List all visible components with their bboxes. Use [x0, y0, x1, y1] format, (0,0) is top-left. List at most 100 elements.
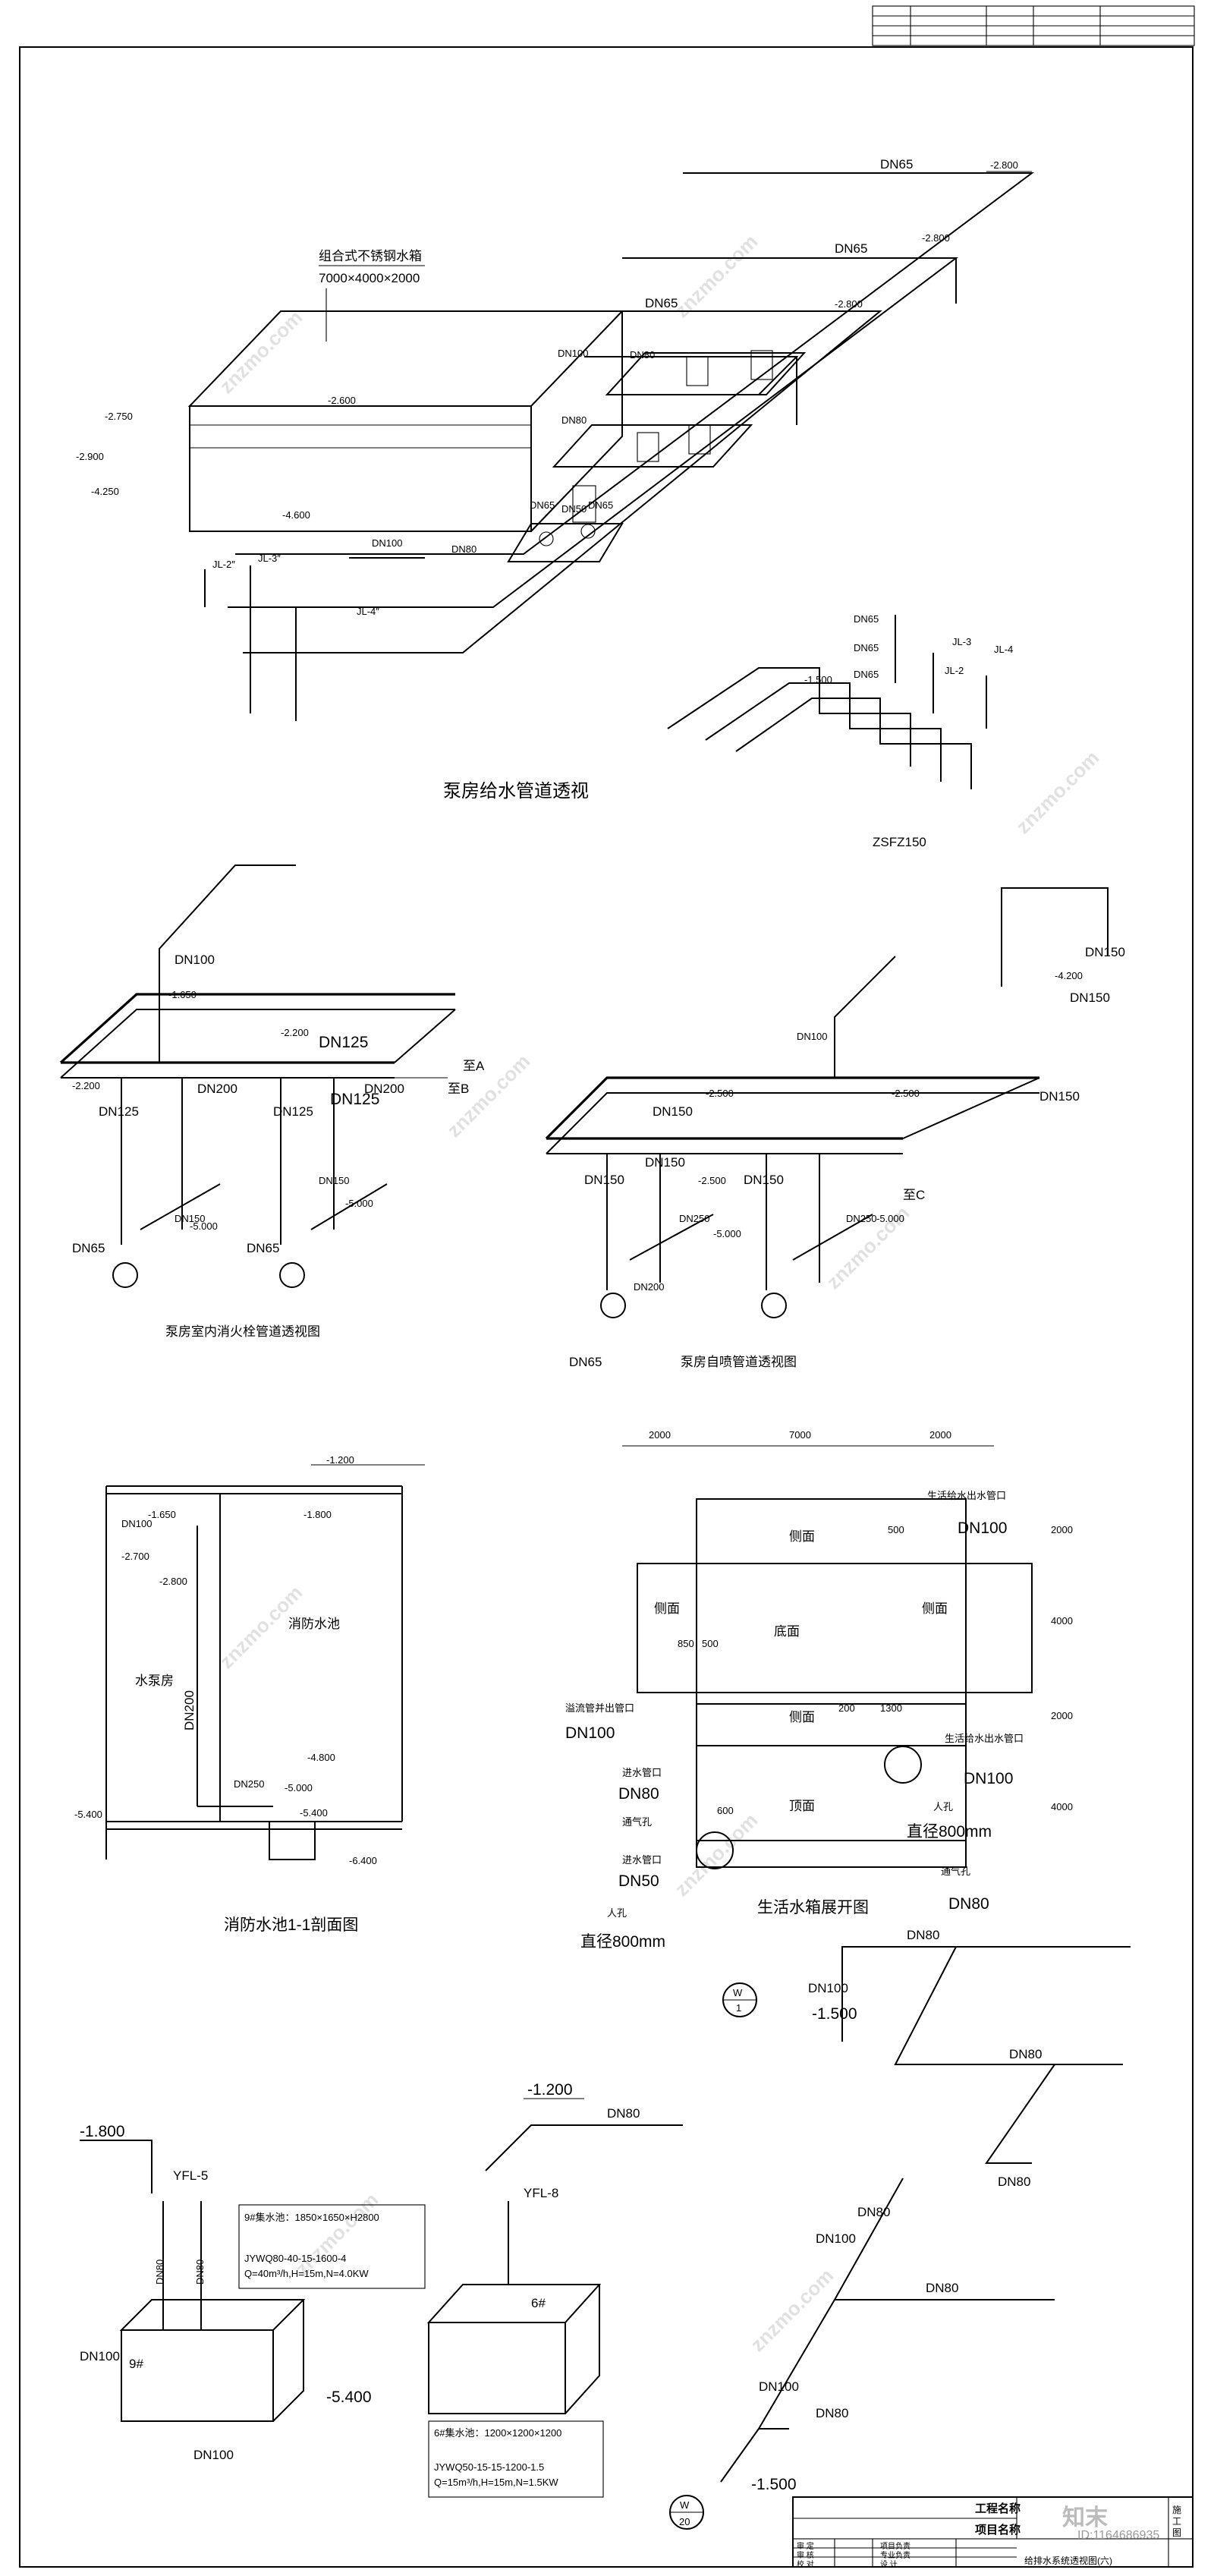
- label-d2000: 2000: [1051, 1710, 1073, 1721]
- label-e4250: -4.250: [91, 486, 119, 497]
- label-d600: 600: [717, 1805, 734, 1816]
- label-e2200: -2.200: [72, 1080, 100, 1091]
- label-w1: W: [733, 1987, 743, 1998]
- label-n6: 6#: [531, 2296, 546, 2310]
- top-stamp-table: [872, 5, 1195, 46]
- label-e2700: -2.700: [121, 1551, 149, 1562]
- label-watermark: znzmo.com: [746, 2264, 838, 2356]
- label-e2800: -2.800: [835, 298, 863, 310]
- title-block: [792, 2496, 1194, 2568]
- label-dn100: DN100: [964, 1770, 1013, 1787]
- label-watermark: znzmo.com: [670, 230, 762, 322]
- label-dn100: DN100: [816, 2231, 856, 2246]
- label-dn80: DN80: [154, 2260, 165, 2285]
- label-dn250: DN250: [846, 1213, 876, 1224]
- label-dn65: DN65: [854, 613, 879, 625]
- label-dn250: DN250: [234, 1778, 264, 1790]
- label-e5400: -5.400: [300, 1807, 328, 1819]
- label-e2750: -2.750: [105, 411, 133, 422]
- label-dn65: DN65: [588, 499, 613, 511]
- label-e5400: -5.400: [74, 1809, 102, 1820]
- label-dn125: DN125: [330, 1091, 379, 1108]
- label-to-a: 至A: [463, 1059, 485, 1073]
- label-w20n: 20: [679, 2516, 690, 2527]
- label-outlet: 生活给水出水管口: [927, 1490, 1006, 1501]
- label-dn65: DN65: [530, 499, 555, 511]
- label-dn100: DN100: [808, 1981, 848, 1995]
- label-top: 顶面: [789, 1799, 815, 1813]
- label-e1800: -1.800: [304, 1509, 332, 1520]
- label-e1650: -1.650: [168, 989, 197, 1000]
- label-e2600: -2.600: [328, 395, 356, 406]
- label-bottom: 底面: [774, 1624, 800, 1639]
- sprinkler-title: 泵房自喷管道透视图: [681, 1355, 797, 1369]
- label-dn100: DN100: [372, 537, 402, 549]
- label-dia800: 直径800mm: [580, 1933, 665, 1951]
- label-e5000: -5.000: [713, 1228, 741, 1239]
- label-dn65: DN65: [569, 1355, 602, 1369]
- label-pump9b: JYWQ80-40-15-1600-4: [244, 2253, 346, 2264]
- label-d200: 200: [838, 1702, 855, 1714]
- label-dn65: DN65: [645, 296, 678, 310]
- label-dn50: DN50: [561, 503, 587, 515]
- label-dn80: DN80: [816, 2406, 848, 2420]
- label-e1200: -1.200: [326, 1454, 354, 1466]
- label-d2000: 2000: [929, 1429, 951, 1441]
- watermarks: znzmo.com znzmo.com znzmo.com znzmo.com …: [215, 230, 1103, 2356]
- label-dn80: DN80: [998, 2174, 1030, 2189]
- label-watermark: znzmo.com: [670, 1809, 762, 1901]
- label-d7000: 7000: [789, 1429, 811, 1441]
- label-e5000: -5.000: [345, 1198, 373, 1209]
- label-outlet: 生活给水出水管口: [945, 1733, 1024, 1744]
- tank-unfold-title: 生活水箱展开图: [757, 1899, 869, 1916]
- label-d2000: 2000: [1051, 1524, 1073, 1535]
- label-e5000: -5.000: [190, 1220, 218, 1232]
- label-jl2: JL-2″: [212, 559, 235, 570]
- label-dn100: DN100: [558, 348, 588, 359]
- label-side: 侧面: [654, 1601, 680, 1616]
- label-dn200: DN200: [364, 1082, 404, 1096]
- label-dn150: DN150: [584, 1173, 624, 1187]
- label-dn200: DN200: [634, 1281, 664, 1293]
- sprinkler-isometric: DN150 DN150 -2.500 -2.500 -2.500 至C DN10…: [545, 835, 1125, 1369]
- label-dn125: DN125: [99, 1104, 139, 1119]
- label-dn80: DN80: [630, 349, 655, 361]
- label-overflow: 溢流管并出管口: [565, 1702, 634, 1714]
- label-dn150: DN150: [645, 1155, 685, 1170]
- label-inlet: 进水管口: [622, 1854, 662, 1866]
- label-dn50: DN50: [618, 1872, 659, 1890]
- label-dn80: DN80: [948, 1895, 989, 1913]
- pump-room-title: 泵房给水管道透视: [443, 781, 589, 801]
- label-pump6b: JYWQ50-15-15-1200-1.5: [434, 2461, 544, 2473]
- label-dn100: DN100: [121, 1518, 152, 1529]
- label-dn80: DN80: [907, 1928, 939, 1942]
- label-e4600: -4.600: [282, 509, 310, 521]
- label-dn100: DN100: [193, 2448, 234, 2462]
- label-e5400: -5.400: [326, 2389, 372, 2406]
- label-to-b: 至B: [448, 1082, 469, 1096]
- label-yfl8: YFL-8: [524, 2186, 558, 2200]
- label-dn150: DN150: [653, 1104, 693, 1119]
- label-dn80: DN80: [857, 2205, 890, 2219]
- label-d500: 500: [888, 1524, 904, 1535]
- label-e2500: -2.500: [698, 1175, 726, 1186]
- label-manhole: 人孔: [933, 1801, 953, 1812]
- label-dn65: DN65: [72, 1241, 105, 1255]
- label-e2500: -2.500: [892, 1088, 920, 1099]
- label-e1500: -1.500: [812, 2005, 857, 2023]
- label-d4000: 4000: [1051, 1801, 1073, 1812]
- label-pump6c: Q=15m³/h,H=15m,N=1.5KW: [434, 2477, 558, 2488]
- label-d4000: 4000: [1051, 1615, 1073, 1627]
- label-e1500: -1.500: [804, 674, 832, 685]
- label-dn150: DN150: [175, 1213, 205, 1224]
- label-side: 侧面: [789, 1710, 815, 1724]
- label-fire-pool: 消防水池: [288, 1617, 340, 1631]
- label-dn100: DN100: [797, 1031, 827, 1042]
- label-jl2b: JL-2: [945, 665, 964, 676]
- label-zsfz: ZSFZ150: [873, 835, 926, 849]
- label-e2900: -2.900: [76, 451, 104, 462]
- label-dn100: DN100: [565, 1724, 615, 1742]
- label-dn65: DN65: [854, 669, 879, 680]
- label-jl4: JL-4″: [357, 606, 379, 617]
- label-dn100: DN100: [958, 1519, 1007, 1537]
